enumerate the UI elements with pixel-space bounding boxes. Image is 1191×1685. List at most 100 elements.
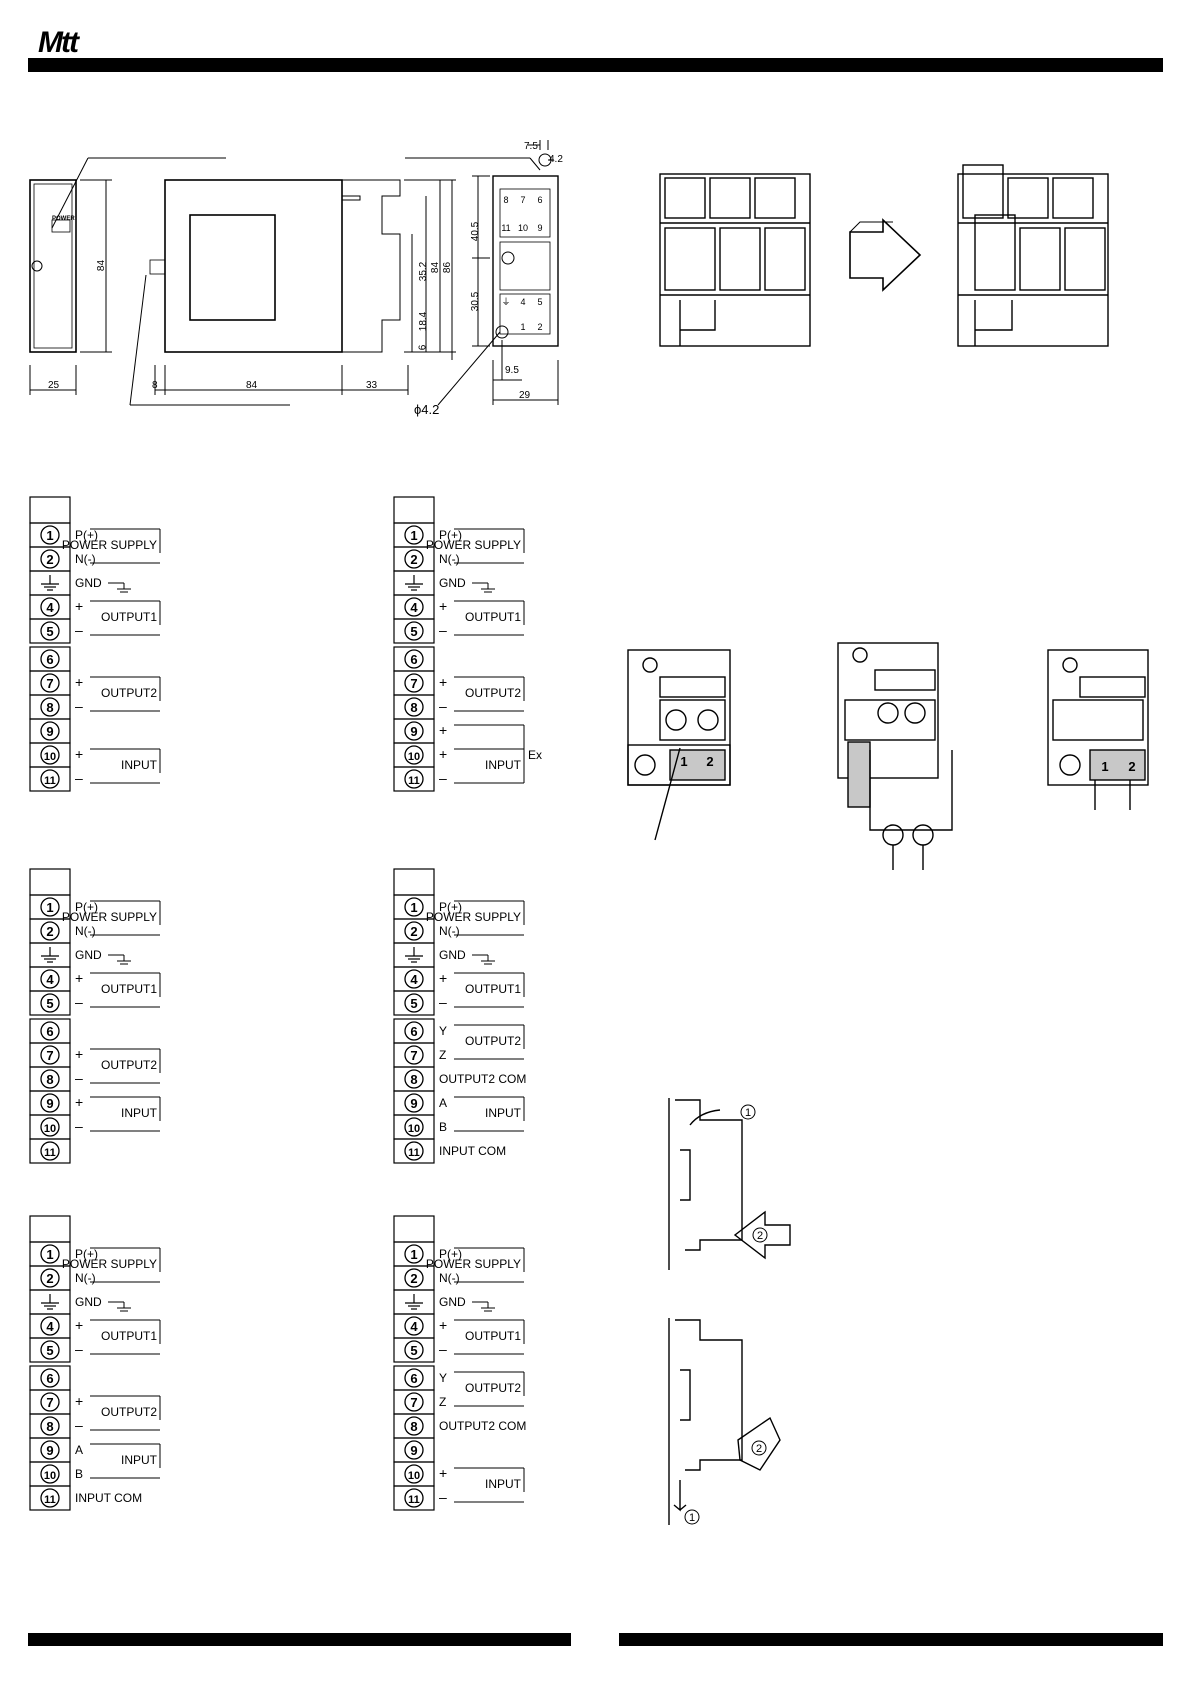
ground-icon — [41, 575, 59, 591]
group-label: OUTPUT2 — [465, 1381, 521, 1395]
terminal-label: + — [439, 746, 447, 762]
terminal-number: 8 — [46, 1419, 53, 1434]
group-label: POWER SUPPLY — [426, 538, 521, 552]
terminal-number: 9 — [410, 1096, 417, 1111]
dim-base-h1: 40.5 — [470, 221, 482, 242]
terminal-number-circle — [404, 1069, 424, 1089]
group-label: INPUT — [485, 758, 522, 772]
front-view-window — [189, 214, 276, 321]
svg-text:2: 2 — [537, 322, 542, 332]
terminal-label: N(-) — [439, 924, 460, 938]
terminal-number-circle — [404, 721, 424, 741]
dim-front-h5: 6 — [417, 344, 429, 351]
dim-front-right: 33 — [366, 380, 378, 391]
terminal-number-circle — [404, 1045, 424, 1065]
group-bracket — [90, 900, 161, 936]
terminal-label: B — [75, 1467, 83, 1481]
side-view — [29, 179, 77, 353]
terminal-number-circle — [404, 1416, 424, 1436]
group-bracket — [454, 1024, 525, 1060]
terminal-number: 5 — [410, 996, 417, 1011]
socket-cover-illustration — [659, 164, 1109, 347]
terminal-number-circle — [404, 1117, 424, 1137]
terminal-number-circle — [404, 745, 424, 765]
dim-front-left: 8 — [152, 380, 158, 391]
wiring-terminal-cell — [29, 1337, 71, 1363]
terminal-number: 7 — [46, 1048, 53, 1063]
terminal-number: 8 — [46, 1072, 53, 1087]
terminal-number: 10 — [44, 751, 56, 763]
terminal-label: INPUT COM — [439, 1144, 506, 1158]
terminal-number-circle — [40, 769, 60, 789]
terminal-number: 7 — [410, 1395, 417, 1410]
group-bracket — [90, 1048, 161, 1084]
terminal-number: 7 — [410, 1048, 417, 1063]
group-label: OUTPUT1 — [101, 610, 157, 624]
terminal-number-circle — [404, 769, 424, 789]
svg-text:11: 11 — [501, 223, 510, 233]
terminal-label: – — [439, 1341, 447, 1357]
terminal-label: P(+) — [439, 1247, 462, 1261]
terminal-number: 6 — [410, 652, 417, 667]
terminal-number: 2 — [46, 1271, 53, 1286]
terminal-number-circle — [40, 1244, 60, 1264]
wiring-terminal-cell — [29, 1485, 71, 1511]
terminal-number: 2 — [410, 552, 417, 567]
terminal-number-circle — [40, 597, 60, 617]
terminal-number-circle — [40, 1045, 60, 1065]
terminal-label: N(-) — [439, 1271, 460, 1285]
terminal-number: 10 — [408, 1123, 420, 1135]
footer-rule-right — [619, 1633, 1163, 1646]
wiring-header-cell — [393, 1215, 435, 1243]
terminal-label: + — [75, 746, 83, 762]
terminal-label: – — [75, 622, 83, 638]
ground-icon — [41, 947, 59, 963]
wiring-terminal-cell — [29, 766, 71, 792]
terminal-label: N(-) — [439, 552, 460, 566]
terminal-label: – — [75, 1070, 83, 1086]
wiring-header-cell — [393, 868, 435, 896]
group-label: INPUT — [485, 1106, 522, 1120]
terminal-number-circle — [40, 1141, 60, 1161]
ground-line — [472, 954, 495, 965]
terminal-number: 5 — [46, 1343, 53, 1358]
terminal-number: 5 — [46, 996, 53, 1011]
terminal-label: + — [75, 1046, 83, 1062]
group-bracket — [454, 1247, 525, 1283]
terminal-number: 6 — [46, 652, 53, 667]
terminal-number: 11 — [408, 1494, 420, 1506]
group-bracket — [454, 1467, 525, 1503]
terminal-number-circle — [404, 1093, 424, 1113]
terminal-label: P(+) — [75, 900, 98, 914]
terminal-number-circle — [40, 969, 60, 989]
dim-base-width: 29 — [519, 390, 531, 401]
ground-icon — [405, 575, 423, 591]
ground-icon — [41, 1294, 59, 1310]
ground-line — [472, 1301, 495, 1312]
dimension-drawing — [29, 140, 559, 406]
terminal-label: – — [75, 1417, 83, 1433]
group-bracket — [454, 600, 525, 636]
terminal-label: Y — [439, 1371, 447, 1385]
terminal-number: 1 — [46, 900, 53, 915]
dim-base-top-w2: 4.2 — [549, 154, 563, 165]
terminal-number-circle — [404, 1440, 424, 1460]
terminal-number: 8 — [410, 1419, 417, 1434]
dim-side-height: 84 — [96, 259, 108, 272]
terminal-number-circle — [40, 1368, 60, 1388]
ground-line — [108, 1301, 131, 1312]
terminal-number: 7 — [46, 1395, 53, 1410]
group-label: OUTPUT2 — [465, 686, 521, 700]
terminal-number-circle — [404, 1340, 424, 1360]
group-bracket — [90, 972, 161, 1008]
group-label: INPUT — [485, 1477, 522, 1491]
wiring-header-cell — [29, 496, 71, 524]
terminal-label: OUTPUT2 COM — [439, 1419, 526, 1433]
din-step1-bottom: 1 — [689, 1512, 695, 1524]
group-bracket — [90, 1319, 161, 1355]
wiring-header-cell — [393, 496, 435, 524]
terminal-number-circle — [40, 993, 60, 1013]
terminal-label: GND — [75, 1295, 102, 1309]
terminal-label: + — [439, 598, 447, 614]
